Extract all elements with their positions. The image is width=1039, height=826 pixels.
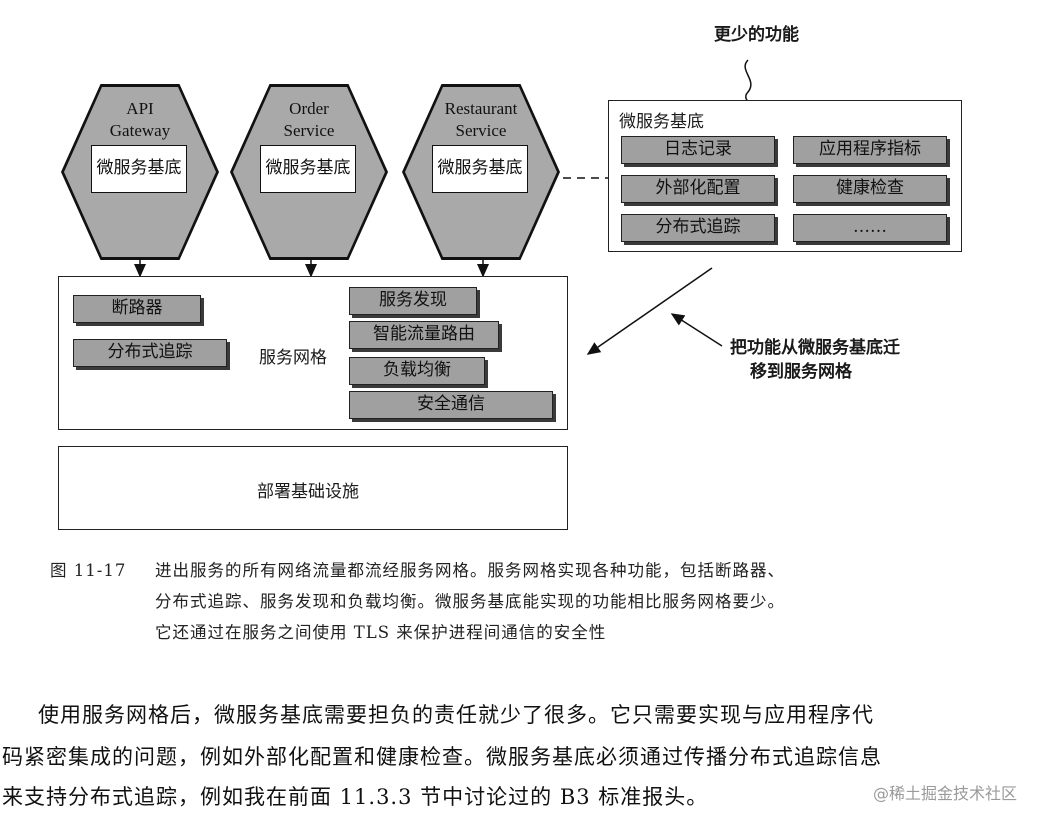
substrate-item-tracing: 分布式追踪	[621, 214, 775, 242]
hex-order-service-title: Order Service	[283, 99, 335, 140]
figure-caption-line3: 它还通过在服务之间使用 TLS 来保护进程间通信的安全性	[155, 623, 607, 642]
substrate-item-more: ……	[793, 214, 947, 242]
service-mesh-panel: 断路器 分布式追踪 服务网格 服务发现 智能流量路由 负载均衡 安全通信	[58, 276, 568, 430]
migrate-note: 把功能从微服务基底迁 移到服务网格	[730, 336, 900, 384]
hex-api-gateway-core: 微服务基底	[91, 145, 187, 193]
figure-caption-line2: 分布式追踪、服务发现和负载均衡。微服务基底能实现的功能相比服务网格要少。	[155, 592, 785, 611]
substrate-item-metrics: 应用程序指标	[793, 136, 947, 164]
hex-restaurant-service-title: Restaurant Service	[444, 99, 518, 140]
mesh-item-distributed-tracing: 分布式追踪	[73, 339, 227, 367]
deployment-infra-panel: 部署基础设施	[58, 446, 568, 530]
hex-order-service: Order Service 微服务基底	[230, 84, 388, 260]
substrate-item-config: 外部化配置	[621, 175, 775, 203]
body-paragraph-line3: 来支持分布式追踪，例如我在前面 11.3.3 节中讨论过的 B3 标准报头。	[2, 785, 709, 809]
migrate-note-line1: 把功能从微服务基底迁	[730, 338, 900, 358]
mesh-item-service-discovery: 服务发现	[349, 287, 477, 315]
substrate-title: 微服务基底	[619, 112, 704, 132]
note-pointer	[670, 313, 723, 347]
mesh-item-load-balancing: 负载均衡	[349, 357, 485, 385]
substrate-item-logging: 日志记录	[621, 136, 775, 164]
callout-fewer-features: 更少的功能	[714, 25, 799, 45]
body-paragraph-line1: 使用服务网格后，微服务基底需要担负的责任就少了很多。它只需要实现与应用程序代	[38, 703, 874, 727]
mesh-item-circuit-breaker: 断路器	[73, 295, 201, 323]
migrate-arrow	[586, 267, 713, 355]
substrate-item-health: 健康检查	[793, 175, 947, 203]
body-paragraph-line2: 码紧密集成的问题，例如外部化配置和健康检查。微服务基底必须通过传播分布式追踪信息	[2, 745, 882, 769]
hex-restaurant-service-core: 微服务基底	[432, 145, 528, 193]
hex-api-gateway-title: API Gateway	[109, 99, 171, 140]
mesh-item-traffic-routing: 智能流量路由	[349, 321, 499, 349]
substrate-panel: 微服务基底 日志记录 应用程序指标 外部化配置 健康检查 分布式追踪 ……	[608, 100, 962, 252]
figure-caption-number: 图 11-17	[50, 561, 127, 580]
mesh-item-secure-comm: 安全通信	[349, 391, 553, 419]
deployment-infra-label: 部署基础设施	[257, 482, 359, 502]
hex-order-service-core: 微服务基底	[260, 145, 356, 193]
figure-caption-line1: 进出服务的所有网络流量都流经服务网格。服务网格实现各种功能，包括断路器、	[155, 561, 785, 580]
watermark: @稀土掘金技术社区	[872, 784, 1017, 803]
migrate-note-line2: 移到服务网格	[750, 362, 852, 382]
mesh-label: 服务网格	[259, 348, 327, 368]
